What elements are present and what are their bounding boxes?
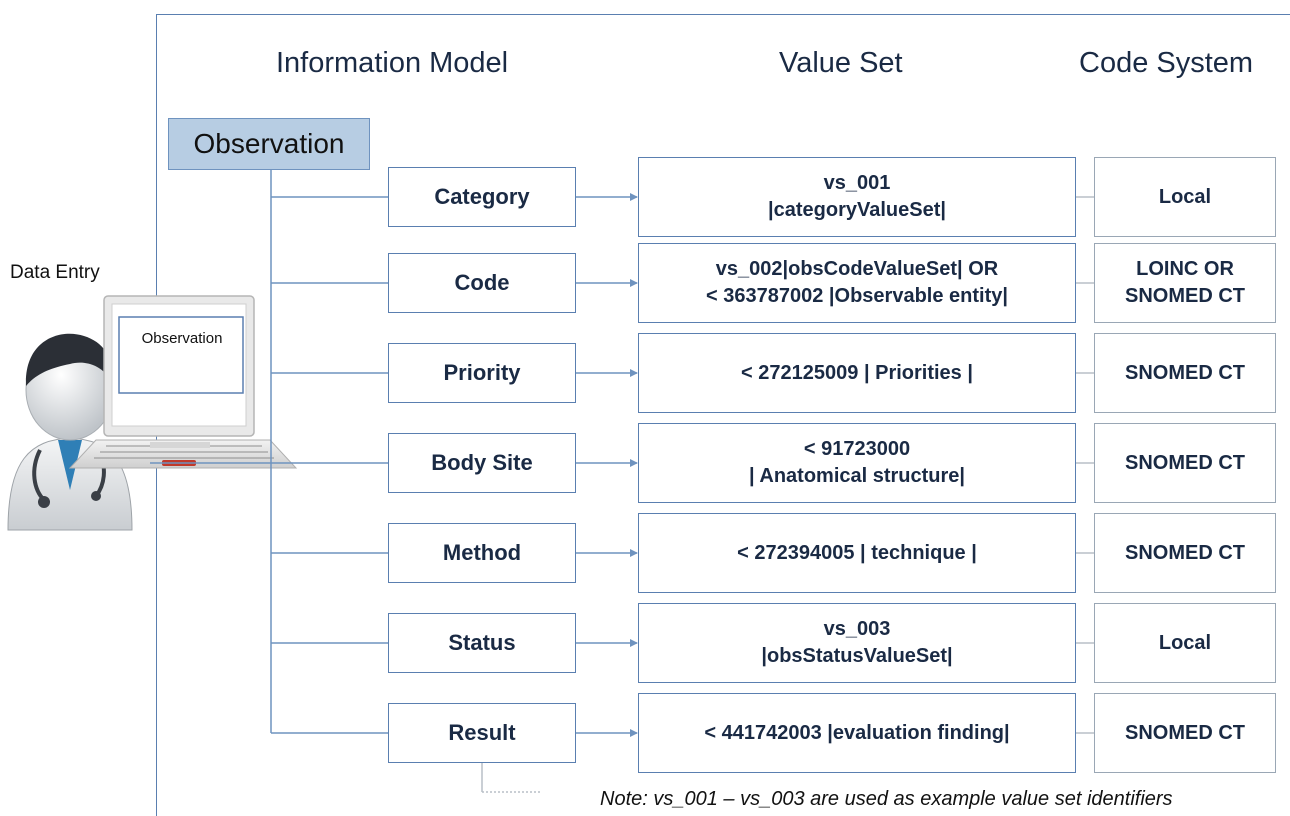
frame-top-border (156, 14, 1290, 15)
value-set-label: < 441742003 |evaluation finding| (704, 721, 1010, 744)
header-information-model: Information Model (276, 47, 509, 79)
value-set-label: < 272125009 | Priorities | (741, 361, 973, 384)
value-set-label: vs_002|obsCodeValueSet| OR < 363787002 |… (706, 258, 1008, 307)
attribute-label: Method (442, 540, 522, 565)
attribute-box-category: Category (388, 167, 576, 227)
note-text: Note: vs_001 – vs_003 are used as exampl… (600, 788, 1173, 810)
code-system-box-priority: SNOMED CT (1094, 333, 1276, 413)
laptop-icon (68, 295, 298, 469)
attribute-label: Body Site (431, 450, 533, 475)
attribute-label: Result (448, 720, 516, 745)
value-set-label: vs_001 |categoryValueSet| (768, 172, 946, 221)
code-system-box-code: LOINC OR SNOMED CT (1094, 243, 1276, 323)
value-set-box-method: < 272394005 | technique | (638, 513, 1076, 593)
doctor-laptop-illustration (7, 295, 298, 531)
observation-root-box: Observation (168, 118, 370, 170)
data-entry-label: Data Entry (10, 262, 100, 283)
attribute-box-result: Result (388, 703, 576, 763)
value-set-label: < 91723000 | Anatomical structure| (748, 438, 966, 487)
header-code-system: Code System (1079, 47, 1254, 79)
attribute-label: Status (448, 630, 516, 655)
attribute-label: Priority (443, 360, 521, 385)
attribute-box-status: Status (388, 613, 576, 673)
attribute-label: Category (434, 184, 530, 209)
value-set-box-priority: < 272125009 | Priorities | (638, 333, 1076, 413)
value-set-box-code: vs_002|obsCodeValueSet| OR < 363787002 |… (638, 243, 1076, 323)
attribute-box-code: Code (388, 253, 576, 313)
code-system-box-body-site: SNOMED CT (1094, 423, 1276, 503)
code-system-box-method: SNOMED CT (1094, 513, 1276, 593)
value-set-box-status: vs_003 |obsStatusValueSet| (638, 603, 1076, 683)
attribute-box-body-site: Body Site (388, 433, 576, 493)
attribute-label: Code (454, 270, 510, 295)
value-set-box-body-site: < 91723000 | Anatomical structure| (638, 423, 1076, 503)
attribute-box-priority: Priority (388, 343, 576, 403)
value-set-box-category: vs_001 |categoryValueSet| (638, 157, 1076, 237)
code-system-box-status: Local (1094, 603, 1276, 683)
value-set-box-result: < 441742003 |evaluation finding| (638, 693, 1076, 773)
value-set-label: < 272394005 | technique | (737, 541, 977, 564)
header-value-set: Value Set (779, 47, 903, 79)
value-set-label: vs_003 |obsStatusValueSet| (761, 618, 953, 667)
code-system-box-result: SNOMED CT (1094, 693, 1276, 773)
laptop-screen-text: Observation (141, 330, 223, 347)
attribute-box-method: Method (388, 523, 576, 583)
code-system-box-category: Local (1094, 157, 1276, 237)
